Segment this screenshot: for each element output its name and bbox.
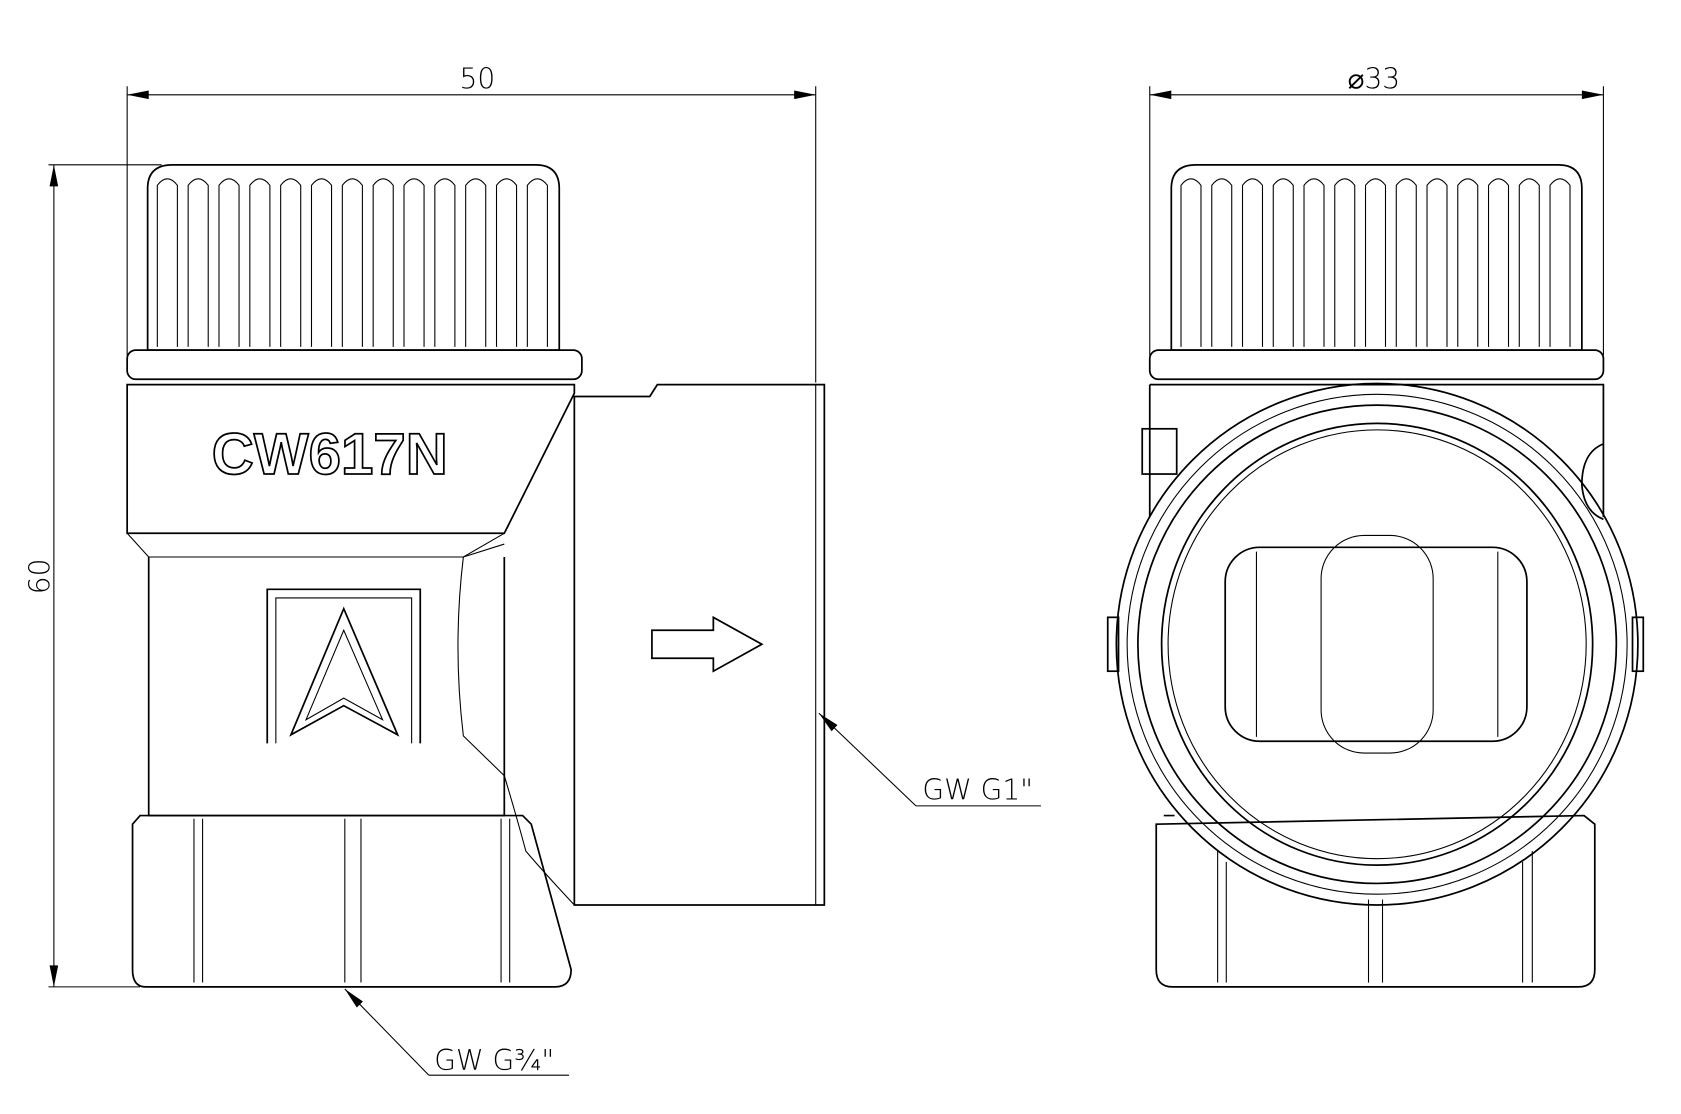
knob-rib (156, 178, 178, 347)
knob-rib (249, 178, 271, 347)
inlet-thread-callout: GW G¾" (344, 988, 569, 1077)
hex-flats (1217, 851, 1533, 983)
side-view: 50 60 CW617N (24, 62, 1041, 1077)
knob-rib (341, 178, 363, 347)
knob-ring (1148, 349, 1605, 381)
knob-rib (403, 178, 425, 347)
knob-ribs (1180, 178, 1571, 347)
marking-tab (1141, 427, 1178, 475)
knob-rib (1364, 178, 1387, 347)
knob-rib (1241, 178, 1264, 347)
knob-rib (1518, 178, 1540, 347)
knob-rib (218, 178, 240, 347)
knob-rib (1395, 178, 1417, 347)
front-view: ⌀33 (1106, 62, 1645, 988)
inlet-thread-label: GW G¾" (434, 1044, 554, 1077)
inlet-hex-nut (131, 814, 572, 988)
marking-tab (1581, 443, 1604, 521)
knob-rib (465, 178, 487, 347)
diameter-dimension: ⌀33 (1149, 62, 1604, 356)
knob-ribs (156, 178, 548, 347)
diameter-dimension-label: ⌀33 (1348, 62, 1401, 95)
flow-direction-arrow-icon (651, 615, 764, 673)
valve-body-upper (126, 383, 576, 535)
knob-rib (1180, 178, 1202, 347)
outlet-thread-callout: GW G1" (818, 712, 1041, 807)
knob-rib (1457, 178, 1479, 347)
knob-ring (126, 349, 583, 381)
knob-rib (372, 178, 394, 347)
knob-rib (1426, 178, 1448, 347)
knob-rib (434, 178, 456, 347)
knob-rib (310, 178, 333, 347)
outlet-face (1115, 382, 1639, 906)
brand-logo (266, 588, 422, 744)
adjustment-knob (1170, 163, 1583, 352)
valve-body-middle (147, 557, 506, 817)
knob-rib (1303, 178, 1325, 347)
hex-flats (193, 818, 511, 983)
material-mark: CW617N (212, 422, 448, 487)
knob-rib (1549, 178, 1571, 347)
side-tab (1631, 616, 1645, 673)
inlet-hex-nut (1155, 814, 1596, 988)
height-dimension: 60 (24, 164, 162, 988)
knob-rib (1272, 178, 1294, 347)
knob-rib (1211, 178, 1233, 347)
knob-rib (280, 178, 302, 347)
width-dimension-label: 50 (460, 62, 496, 95)
knob-rib (1487, 178, 1510, 347)
width-dimension: 50 (126, 62, 817, 383)
side-tab (1106, 616, 1120, 673)
knob-rib (1334, 178, 1356, 347)
outlet-thread-label: GW G1" (922, 773, 1033, 806)
height-dimension-label: 60 (24, 559, 57, 595)
knob-rib (495, 178, 518, 347)
knob-rib (187, 178, 209, 347)
knob-rib (526, 178, 548, 347)
outlet-port (573, 383, 826, 906)
adjustment-knob (146, 163, 561, 352)
